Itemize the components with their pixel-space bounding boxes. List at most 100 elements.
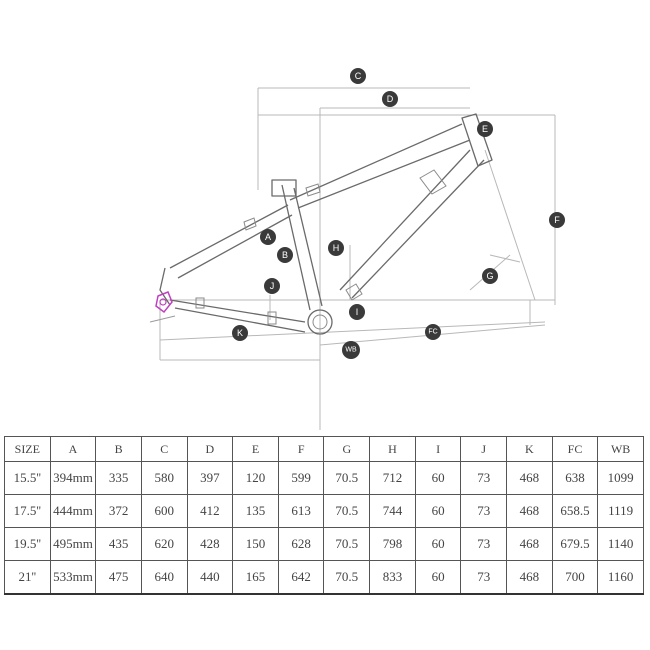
table-cell: 428 (186, 527, 234, 561)
table-cell: 15.5'' (4, 461, 51, 495)
table-cell: 73 (460, 494, 508, 528)
table-cell: 798 (369, 527, 416, 561)
column-header: G (323, 436, 371, 462)
table-cell: 150 (232, 527, 279, 561)
table-cell: 397 (186, 461, 234, 495)
table-cell: 60 (414, 560, 462, 595)
table-cell: 17.5'' (4, 494, 51, 528)
bike-frame (159, 113, 493, 335)
label-h: H (328, 240, 344, 256)
label-j-text: J (270, 281, 275, 291)
label-e-text: E (482, 124, 488, 134)
table-cell: 70.5 (323, 560, 371, 595)
column-header: A (49, 436, 97, 462)
label-c-text: C (355, 71, 362, 81)
table-cell: 468 (506, 494, 553, 528)
label-i: I (349, 304, 365, 320)
table-cell: 165 (232, 560, 279, 595)
table-cell: 19.5'' (4, 527, 51, 561)
table-cell: 135 (232, 494, 279, 528)
table-cell: 580 (140, 461, 188, 495)
table-cell: 60 (414, 527, 462, 561)
table-cell: 613 (277, 494, 325, 528)
column-header: FC (551, 436, 599, 462)
table-cell: 1099 (597, 461, 644, 495)
table-cell: 412 (186, 494, 234, 528)
table-cell: 620 (140, 527, 188, 561)
label-fc: FC (425, 324, 441, 340)
table-cell: 73 (460, 560, 508, 595)
table-cell: 712 (369, 461, 416, 495)
table-cell: 495mm (49, 527, 97, 561)
table-cell: 475 (95, 560, 142, 595)
table-cell: 60 (414, 461, 462, 495)
column-header: H (369, 436, 416, 462)
table-cell: 533mm (49, 560, 97, 595)
table-cell: 1160 (597, 560, 644, 595)
table-cell: 468 (506, 461, 553, 495)
table-cell: 372 (95, 494, 142, 528)
column-header: WB (597, 436, 644, 462)
derailleur-hanger (155, 291, 173, 314)
label-a: A (260, 229, 276, 245)
frame-geometry-diagram: C D E F A B H G J I K FC (149, 68, 565, 430)
table-cell: 642 (277, 560, 325, 595)
label-d: D (382, 91, 398, 107)
label-b: B (277, 247, 293, 263)
table-cell: 440 (186, 560, 234, 595)
label-wb-text: WB (345, 347, 357, 354)
table-cell: 679.5 (551, 527, 599, 561)
table-cell: 599 (277, 461, 325, 495)
column-header: K (506, 436, 553, 462)
table-cell: 744 (369, 494, 416, 528)
column-header: E (232, 436, 279, 462)
table-cell: 638 (551, 461, 599, 495)
table-cell: 120 (232, 461, 279, 495)
label-f: F (549, 212, 565, 228)
table-cell: 468 (506, 527, 553, 561)
table-cell: 468 (506, 560, 553, 595)
table-cell: 73 (460, 461, 508, 495)
label-g-text: G (486, 271, 493, 281)
label-b-text: B (282, 250, 288, 260)
label-a-text: A (265, 232, 271, 242)
label-c: C (350, 68, 366, 84)
table-cell: 335 (95, 461, 142, 495)
column-header: SIZE (4, 436, 51, 462)
label-wb: WB (342, 341, 360, 359)
table-cell: 435 (95, 527, 142, 561)
table-cell: 700 (551, 560, 599, 595)
table-cell: 640 (140, 560, 188, 595)
label-fc-text: FC (428, 329, 437, 336)
table-cell: 628 (277, 527, 325, 561)
table-cell: 70.5 (323, 494, 371, 528)
table-cell: 1140 (597, 527, 644, 561)
label-i-text: I (356, 307, 359, 317)
table-cell: 394mm (49, 461, 97, 495)
table-cell: 444mm (49, 494, 97, 528)
column-header: C (140, 436, 188, 462)
column-header: I (414, 436, 462, 462)
table-cell: 70.5 (323, 527, 371, 561)
table-cell: 21'' (4, 560, 51, 595)
column-header: B (95, 436, 142, 462)
label-f-text: F (554, 215, 560, 225)
table-cell: 1119 (597, 494, 644, 528)
table-cell: 833 (369, 560, 416, 595)
table-cell: 70.5 (323, 461, 371, 495)
label-g: G (482, 268, 498, 284)
table-cell: 600 (140, 494, 188, 528)
dimension-lines (149, 87, 556, 430)
column-header: J (460, 436, 508, 462)
table-cell: 658.5 (551, 494, 599, 528)
column-header: D (186, 436, 234, 462)
column-header: F (277, 436, 325, 462)
label-k: K (232, 325, 248, 341)
label-j: J (264, 278, 280, 294)
